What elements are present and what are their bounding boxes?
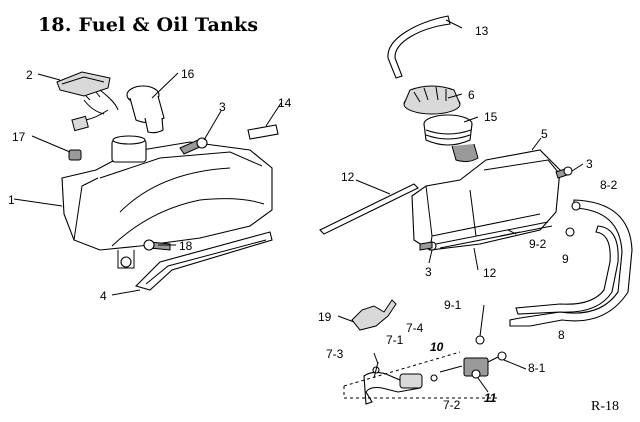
part-filler-neck [423,114,479,163]
callout-3: 3 [425,265,432,279]
callout-12: 12 [483,266,497,280]
callout-7-3: 7-3 [326,347,344,361]
callout-12: 12 [341,170,355,184]
callout-18: 18 [179,239,193,253]
part-short-tube [247,124,279,140]
part-grommet [68,149,82,161]
fuel-tank-assembly [319,15,633,405]
callout-6: 6 [468,88,475,102]
callout-15: 15 [484,110,498,124]
callout-11: 11 [484,391,497,405]
callout-9-1: 9-1 [444,298,462,312]
part-oil-cap [56,71,111,101]
part-bolt-left [179,137,208,155]
part-oil-level-sensor [71,85,165,134]
part-bolt-lower [143,239,171,251]
callout-labels: 13 2 16 6 3 14 15 17 5 3 8-2 12 1 9-2 18… [8,24,618,412]
part-rubber-strip [319,183,419,235]
callout-7-1: 7-1 [386,333,404,347]
part-hose-clips-upper [565,201,581,237]
part-fuel-cap [403,85,461,115]
callout-14: 14 [278,96,292,110]
part-fuel-tank [411,149,561,251]
part-oil-tank [61,135,273,269]
callout-5: 5 [541,127,548,141]
part-bracket [134,231,273,291]
callout-19: 19 [318,310,332,324]
callout-7-4: 7-4 [406,321,424,335]
callout-3: 3 [586,157,593,171]
part-bolt-lower-right [419,241,437,251]
callout-9: 9 [562,252,569,266]
callout-13: 13 [475,24,489,38]
callout-8-2: 8-2 [600,178,618,192]
callout-8: 8 [558,328,565,342]
leader-lines [13,19,584,393]
part-fuel-hoses [509,199,633,327]
callout-3: 3 [219,100,226,114]
callout-1: 1 [8,193,15,207]
page-reference: R-18 [591,399,619,414]
callout-17: 17 [12,130,26,144]
callout-8-1: 8-1 [528,361,546,375]
part-breather-hose [387,15,451,79]
callout-9-2: 9-2 [529,237,547,251]
oil-tank-assembly [56,71,279,291]
callout-10: 10 [430,340,444,354]
callout-16: 16 [181,67,195,81]
part-cable-tie [351,299,397,331]
callout-2: 2 [26,68,33,82]
diagram-title: 18. Fuel & Oil Tanks [38,14,259,36]
part-bolt-upper-right [555,166,573,179]
callout-7-2: 7-2 [443,398,461,412]
callout-4: 4 [100,289,107,303]
